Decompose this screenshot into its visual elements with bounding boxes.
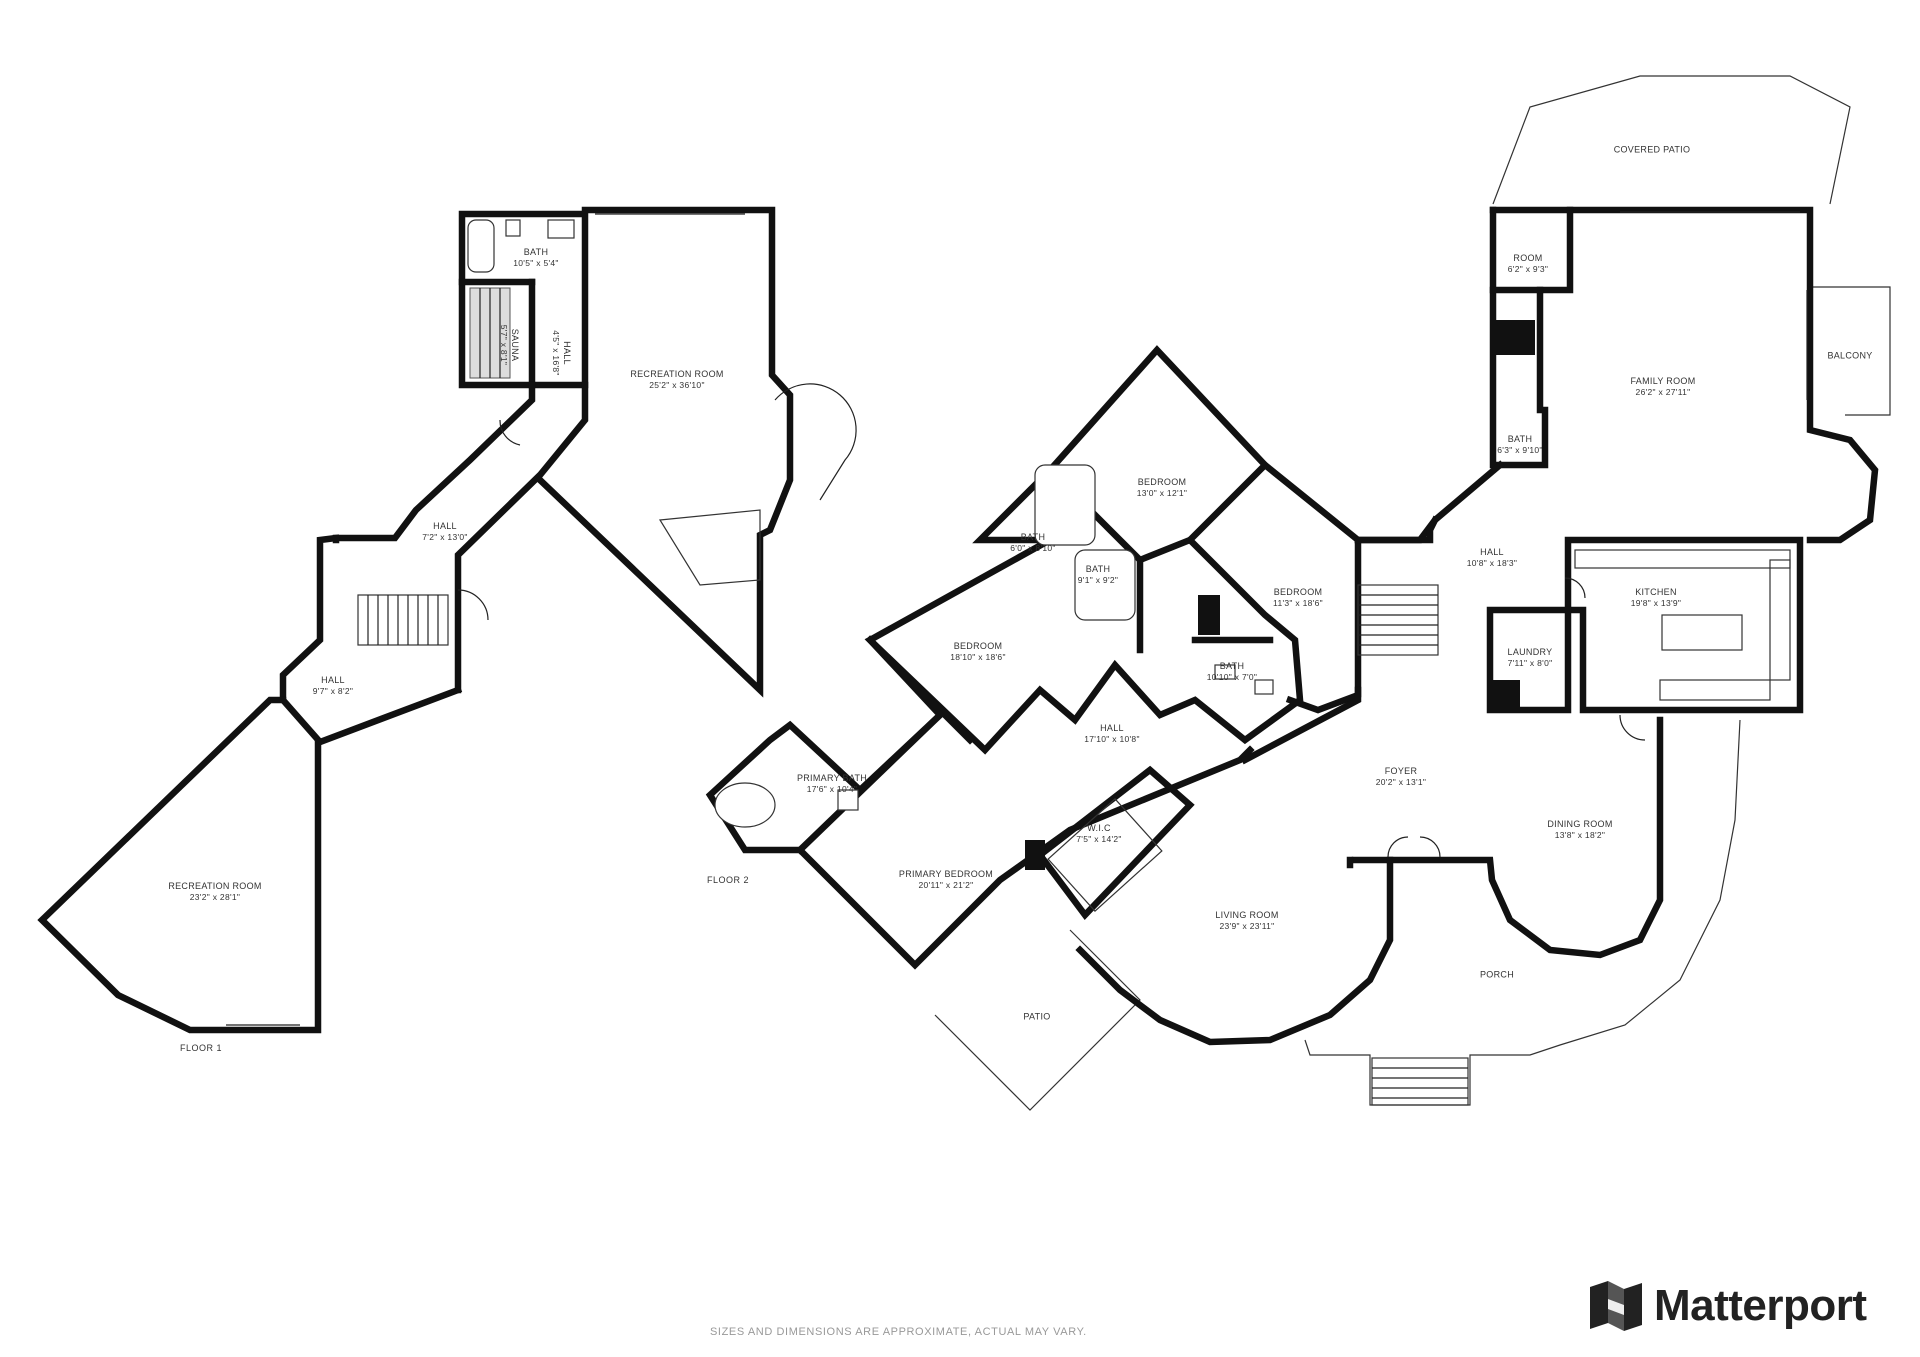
column-block xyxy=(1490,680,1520,710)
sauna-bench-icon xyxy=(469,287,511,379)
range-icon xyxy=(1659,679,1771,701)
floor-2-plan xyxy=(705,75,1891,1111)
brand-name: Matterport xyxy=(1654,1281,1867,1330)
bathtub-icon xyxy=(1074,549,1136,621)
sink-icon xyxy=(1214,664,1236,680)
kitchen-counter-icon xyxy=(1574,549,1791,569)
room-label-porch: PORCH xyxy=(1479,969,1515,980)
floor-1-label: FLOOR 1 xyxy=(179,1043,223,1053)
floor-2-label: FLOOR 2 xyxy=(706,875,750,885)
toilet-icon xyxy=(505,219,521,237)
floor-1-stairs-icon xyxy=(357,594,449,646)
door-swing-icon xyxy=(1564,577,1586,599)
floor-2-stairs-icon xyxy=(1357,584,1439,656)
column-block xyxy=(1198,595,1220,635)
kitchen-counter-icon xyxy=(1769,559,1791,681)
tub-icon xyxy=(714,782,776,828)
door-swing-icon xyxy=(499,419,521,446)
porch-stairs-icon xyxy=(1371,1057,1469,1106)
brand-logo: Matterport xyxy=(1588,1278,1898,1334)
door-swing-icon xyxy=(1619,714,1646,741)
rec-room-counter-icon xyxy=(658,509,761,586)
entry-door-icon xyxy=(1419,836,1441,858)
kitchen-island-icon xyxy=(1661,614,1743,651)
disclaimer-text: SIZES AND DIMENSIONS ARE APPROXIMATE, AC… xyxy=(710,1326,1087,1338)
entry-door-icon xyxy=(1387,836,1409,858)
bathtub-icon xyxy=(1034,464,1096,546)
room-label-patio: PATIO xyxy=(1023,1011,1051,1022)
matterport-logo-icon xyxy=(1590,1281,1642,1331)
floor-1-plan xyxy=(37,206,857,1034)
column-block xyxy=(1493,320,1535,355)
room-label-balcony: BALCONY xyxy=(1827,350,1873,361)
room-label-covered-patio: COVERED PATIO xyxy=(1613,144,1691,155)
sink-icon xyxy=(547,219,575,239)
sink-icon xyxy=(837,789,859,811)
door-swing-icon xyxy=(457,589,489,621)
toilet-icon xyxy=(1254,679,1274,695)
bathtub-icon xyxy=(467,219,495,273)
column-block xyxy=(1025,840,1045,870)
